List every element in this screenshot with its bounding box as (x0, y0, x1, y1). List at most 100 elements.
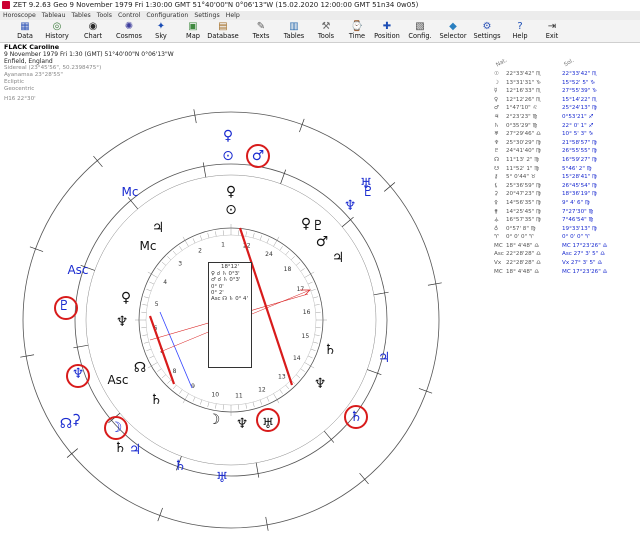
toolbar-config-button[interactable]: ▧Config. (403, 21, 437, 41)
scale-tick (167, 256, 172, 261)
database-icon: ▤ (218, 21, 228, 32)
planet-glyph: ⚶ (494, 217, 499, 224)
scale-tick (273, 236, 280, 247)
position-row: ☉22°33'42" ♏22°33'42" ♏ (494, 70, 638, 79)
scale-tick (313, 341, 318, 344)
scale-tick (215, 231, 217, 237)
solar-position: Asc 27° 3' 5" ♎ (562, 251, 606, 258)
toolbar-cosmos-button[interactable]: ✺Cosmos (112, 21, 146, 41)
natal-planet-glyph: ♄ (114, 440, 127, 456)
planet-glyphs: ♀⊙♂♃♅♆♇♄☊☽⚳♃♄♅♆♇♀⊙♀♂♇♃♄♆♅☽♄♆☊♀♃♄♆McAscMc… (54, 128, 390, 486)
position-row: ☋11°52' 1" ♍5°46' 2" ♍ (494, 165, 638, 174)
natal-planet-glyph: ♄ (150, 392, 163, 408)
toolbar-selector-button[interactable]: ◆Selector (436, 21, 470, 41)
chart-info: FLACK Caroline 9 November 1979 Fri 1:30 … (4, 44, 204, 103)
angle-label: Mc (140, 239, 157, 253)
menu-item[interactable]: Tables (71, 12, 91, 19)
sky-icon: ✦ (156, 21, 166, 32)
app-icon (2, 1, 10, 9)
menu-item[interactable]: Horoscope (3, 12, 36, 19)
scale-tick (259, 235, 262, 241)
position-table: Nat. Sol. ☉22°33'42" ♏22°33'42" ♏☽13°31'… (494, 58, 638, 276)
cusp-line (373, 291, 389, 296)
toolbar-history-button[interactable]: ◎History (40, 21, 74, 41)
scale-tick (149, 281, 155, 285)
position-row: ♀12°12'26" ♏15°14'22" ♏ (494, 96, 638, 105)
transit-planet-glyph: ♄ (350, 409, 363, 425)
scale-tick (157, 368, 162, 372)
position-row: ☽13°31'31" ♑15°52' 5" ♑ (494, 79, 638, 88)
aspect-line-red (148, 315, 176, 385)
scale-tick (295, 374, 301, 379)
transit-planet-glyph: ♆ (344, 198, 357, 214)
toolbar-tables-button[interactable]: ▥Tables (277, 21, 311, 41)
scale-tick (200, 235, 203, 241)
solar-position: 26°45'54" ♍ (562, 182, 598, 189)
toolbar-label: Tools (317, 32, 335, 40)
menu-item[interactable]: Help (225, 12, 240, 19)
planet-glyph: ♆ (494, 139, 500, 146)
scale-tick (313, 296, 318, 299)
scale-tick (207, 233, 210, 238)
house-number: 14 (293, 355, 301, 362)
house-number: 15 (302, 333, 310, 340)
cusp-line (127, 197, 139, 210)
solar-position: 22° 0' 1" ♐ (562, 122, 594, 129)
solar-position: 16°59'27" ♍ (562, 156, 598, 163)
scale-tick (142, 304, 148, 306)
config-icon: ▧ (415, 21, 425, 32)
toolbar-data-button[interactable]: ▦Data (8, 21, 42, 41)
scale-tick (290, 256, 295, 261)
house-number: 9 (191, 383, 195, 390)
toolbar-position-button[interactable]: ✚Position (370, 21, 404, 41)
toolbar-label: Config. (408, 32, 432, 40)
solar-position: 15°52' 5" ♑ (562, 79, 596, 86)
scale-tick (285, 250, 290, 256)
transit-planet-glyph: ♅ (216, 470, 229, 486)
scale-tick (304, 271, 315, 278)
menu-item[interactable]: Configuration (146, 12, 189, 19)
solar-position: MC 17°23'26" ♎ (562, 268, 608, 275)
planet-glyph: ♄ (494, 122, 500, 129)
title-bar: ZET 9.2.63 Geo 9 November 1979 Fri 1:30:… (0, 0, 640, 11)
solar-position: 0° 0' 0" ♈ (562, 234, 590, 241)
toolbar-texts-button[interactable]: ✎Texts (244, 21, 278, 41)
scale-tick (144, 296, 149, 299)
scale-tick (146, 348, 152, 351)
scale-tick (273, 393, 280, 404)
toolbar-database-button[interactable]: ▤Database (206, 21, 240, 41)
planet-glyph: ♇ (494, 148, 500, 155)
plane-info: Ecliptic (4, 79, 25, 85)
menu-item[interactable]: Tools (96, 12, 112, 19)
solar-position: 22°33'42" ♏ (562, 71, 598, 77)
toolbar-help-button[interactable]: ?Help (503, 21, 537, 41)
selector-icon: ◆ (449, 21, 457, 32)
planet-glyph: ⚴ (494, 199, 499, 206)
natal-position: 16°57'35" ♍ (506, 217, 542, 224)
toolbar-label: Settings (473, 32, 501, 40)
toolbar-exit-button[interactable]: ⇥Exit (535, 21, 569, 41)
scale-tick (252, 233, 255, 238)
toolbar-chart-button[interactable]: ◉Chart (76, 21, 110, 41)
toolbar-sky-button[interactable]: ✦Sky (144, 21, 178, 41)
toolbar-label: Sky (155, 32, 167, 40)
scale-tick (252, 402, 255, 407)
natal-position: 12°16'33" ♏ (506, 88, 542, 95)
solar-position: 5°46' 2" ♍ (562, 165, 592, 172)
angle-label: Asc (107, 373, 128, 387)
menu-item[interactable]: Control (117, 12, 141, 19)
transit-planet-glyph: ♇ (58, 298, 71, 314)
scale-tick (295, 261, 301, 266)
toolbar-time-button[interactable]: ⌚Time (340, 21, 374, 41)
toolbar-tools-button[interactable]: ⚒Tools (309, 21, 343, 41)
planet-glyph: ☋ (494, 165, 499, 172)
house-number: 16 (303, 309, 311, 316)
menu-item[interactable]: Tableau (41, 12, 66, 19)
menu-item[interactable]: Settings (194, 12, 220, 19)
toolbar-settings-button[interactable]: ⚙Settings (470, 21, 504, 41)
cusp-line (20, 354, 35, 358)
scale-tick (182, 236, 189, 247)
toolbar-map-button[interactable]: ▣Map (176, 21, 210, 41)
